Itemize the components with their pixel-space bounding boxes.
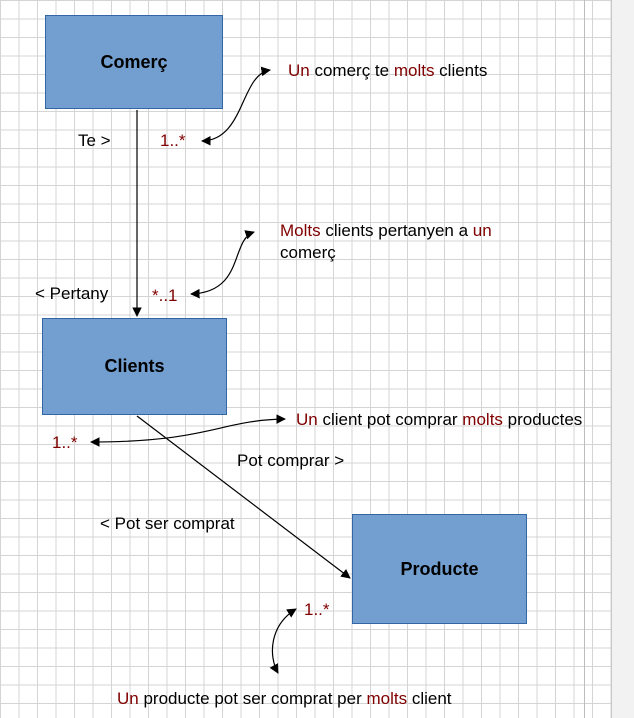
relation-pot-comprar-label: Pot comprar > — [237, 451, 345, 470]
relation-te-label: Te > — [78, 131, 111, 150]
relation-pertany-label: < Pertany — [35, 284, 109, 303]
note-1-word-1: Un — [288, 61, 310, 80]
entity-producte-label: Producte — [400, 558, 479, 579]
note-connector-3[interactable] — [90, 414, 286, 447]
page-right-margin — [611, 0, 634, 718]
entity-comerc-label: Comerç — [100, 51, 168, 72]
note-2-word-4: comerç — [280, 243, 336, 262]
entity-producte[interactable]: Producte — [352, 514, 527, 624]
diagram-canvas — [0, 0, 611, 718]
note-connector-4[interactable] — [269, 608, 297, 674]
note-2-word-3: un — [472, 221, 492, 240]
note-2: Molts clients pertanyen a un comerç — [280, 220, 492, 264]
note-3: Un client pot comprar molts productes — [296, 410, 582, 430]
entity-clients-label: Clients — [104, 356, 165, 376]
association-clients-producte[interactable] — [136, 415, 351, 579]
multiplicity-producte-clients: 1..* — [304, 600, 330, 619]
relation-pot-ser-comprat-label: < Pot ser comprat — [100, 514, 235, 533]
note-3-word-1: Un — [296, 410, 318, 429]
entity-clients[interactable]: Clients — [42, 318, 227, 415]
multiplicity-clients-comerc: *..1 — [152, 286, 178, 305]
multiplicity-comerc-clients: 1..* — [160, 131, 186, 150]
note-2-word-1: Molts — [280, 221, 321, 240]
note-3-word-2: client pot comprar — [317, 410, 463, 429]
note-3-word-3: molts — [462, 410, 503, 429]
note-4-word-2: producte pot ser comprat per — [138, 689, 367, 708]
note-1-word-2: comerç te — [309, 61, 394, 80]
entity-comerc[interactable]: Comerç — [45, 15, 223, 109]
note-4: Un producte pot ser comprat per molts cl… — [117, 689, 452, 709]
multiplicity-clients-producte: 1..* — [52, 433, 78, 452]
note-connector-2[interactable] — [190, 230, 255, 299]
note-1-word-4: clients — [434, 61, 488, 80]
note-4-word-4: client — [407, 689, 452, 708]
note-4-word-3: molts — [366, 689, 408, 708]
note-3-word-4: productes — [502, 410, 583, 429]
note-1-word-3: molts — [393, 61, 435, 80]
note-4-word-1: Un — [117, 689, 139, 708]
page-margin-line — [584, 0, 585, 718]
note-connector-1[interactable] — [201, 66, 271, 146]
note-2-word-2: clients pertanyen a — [320, 221, 473, 240]
note-1: Un comerç te molts clients — [288, 61, 487, 81]
